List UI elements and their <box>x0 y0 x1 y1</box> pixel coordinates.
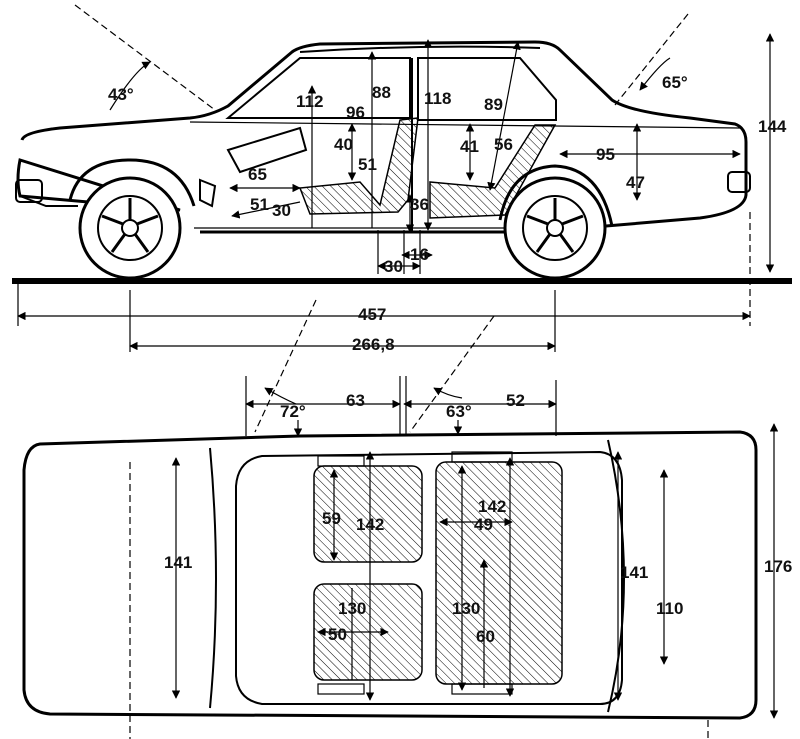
rear-door-angle-label: 63° <box>446 402 472 421</box>
trunk-width-label: 110 <box>656 599 683 618</box>
top-body-outline <box>22 430 758 720</box>
rear-bumper <box>727 171 751 193</box>
rear-track-width-label: 141 <box>620 563 648 582</box>
windshield-angle-label: 65° <box>662 73 688 92</box>
seat-gap-label: 16 <box>410 245 429 264</box>
seat-front-a-label: 96 <box>346 103 365 122</box>
front-seat-side <box>298 117 419 215</box>
rear-seat-width-label: 130 <box>452 599 480 618</box>
front-interior-width-label: 142 <box>356 515 384 534</box>
front-bumper <box>15 179 43 203</box>
pedal-distance-label: 65 <box>248 165 267 184</box>
cabin-outline <box>235 450 623 705</box>
rear-door-label: 52 <box>506 391 525 410</box>
top-view: 72° 63° 63 52 176 141 141 110 59 142 130… <box>22 299 792 739</box>
floor-height-label: 30 <box>272 201 291 220</box>
rear-bench-seat <box>435 461 563 685</box>
rear-seat-height-label: 41 <box>460 137 479 156</box>
front-seat-inner-label: 50 <box>328 625 347 644</box>
seat-base-label: 36 <box>410 195 429 214</box>
ground-line <box>12 278 792 284</box>
front-seat-cushion-label: 51 <box>358 155 377 174</box>
front-seat-height-label: 40 <box>334 135 353 154</box>
rear-headroom-label: 89 <box>484 95 503 114</box>
trunk-height-label: 47 <box>626 173 645 192</box>
floor-front-label: 51 <box>250 195 269 214</box>
overall-length-label: 457 <box>358 305 386 324</box>
interior-front-label: 112 <box>296 92 323 111</box>
rear-wheel <box>503 176 607 280</box>
overall-width-label: 176 <box>764 557 792 576</box>
overall-height-label: 144 <box>758 117 787 136</box>
front-seat-width-label: 130 <box>338 599 366 618</box>
seat-step-label: 30 <box>384 257 403 276</box>
trunk-length-label: 95 <box>596 145 615 164</box>
side-dimensions <box>17 4 775 352</box>
wheelbase-label: 266,8 <box>352 335 395 354</box>
front-door-angle-label: 72° <box>280 402 306 421</box>
car-body-outline <box>16 40 748 234</box>
front-door-label: 63 <box>346 391 365 410</box>
front-wheel <box>78 176 182 280</box>
seat-front-b-label: 88 <box>372 83 391 102</box>
top-dimensions <box>129 299 779 739</box>
side-view: 43° 65° 144 112 118 96 88 89 40 51 41 56… <box>12 4 792 354</box>
rear-window-angle-label: 43° <box>108 85 134 104</box>
rear-seat-inner-label: 60 <box>476 627 495 646</box>
front-seat-depth-label: 59 <box>322 509 341 528</box>
interior-center-label: 118 <box>424 89 451 108</box>
rear-interior-width-label: 142 <box>478 497 506 516</box>
rear-seat-back-label: 56 <box>494 135 513 154</box>
rear-seat-depth-label: 49 <box>474 515 493 534</box>
front-track-width-label: 141 <box>164 553 192 572</box>
front-window <box>225 57 411 119</box>
